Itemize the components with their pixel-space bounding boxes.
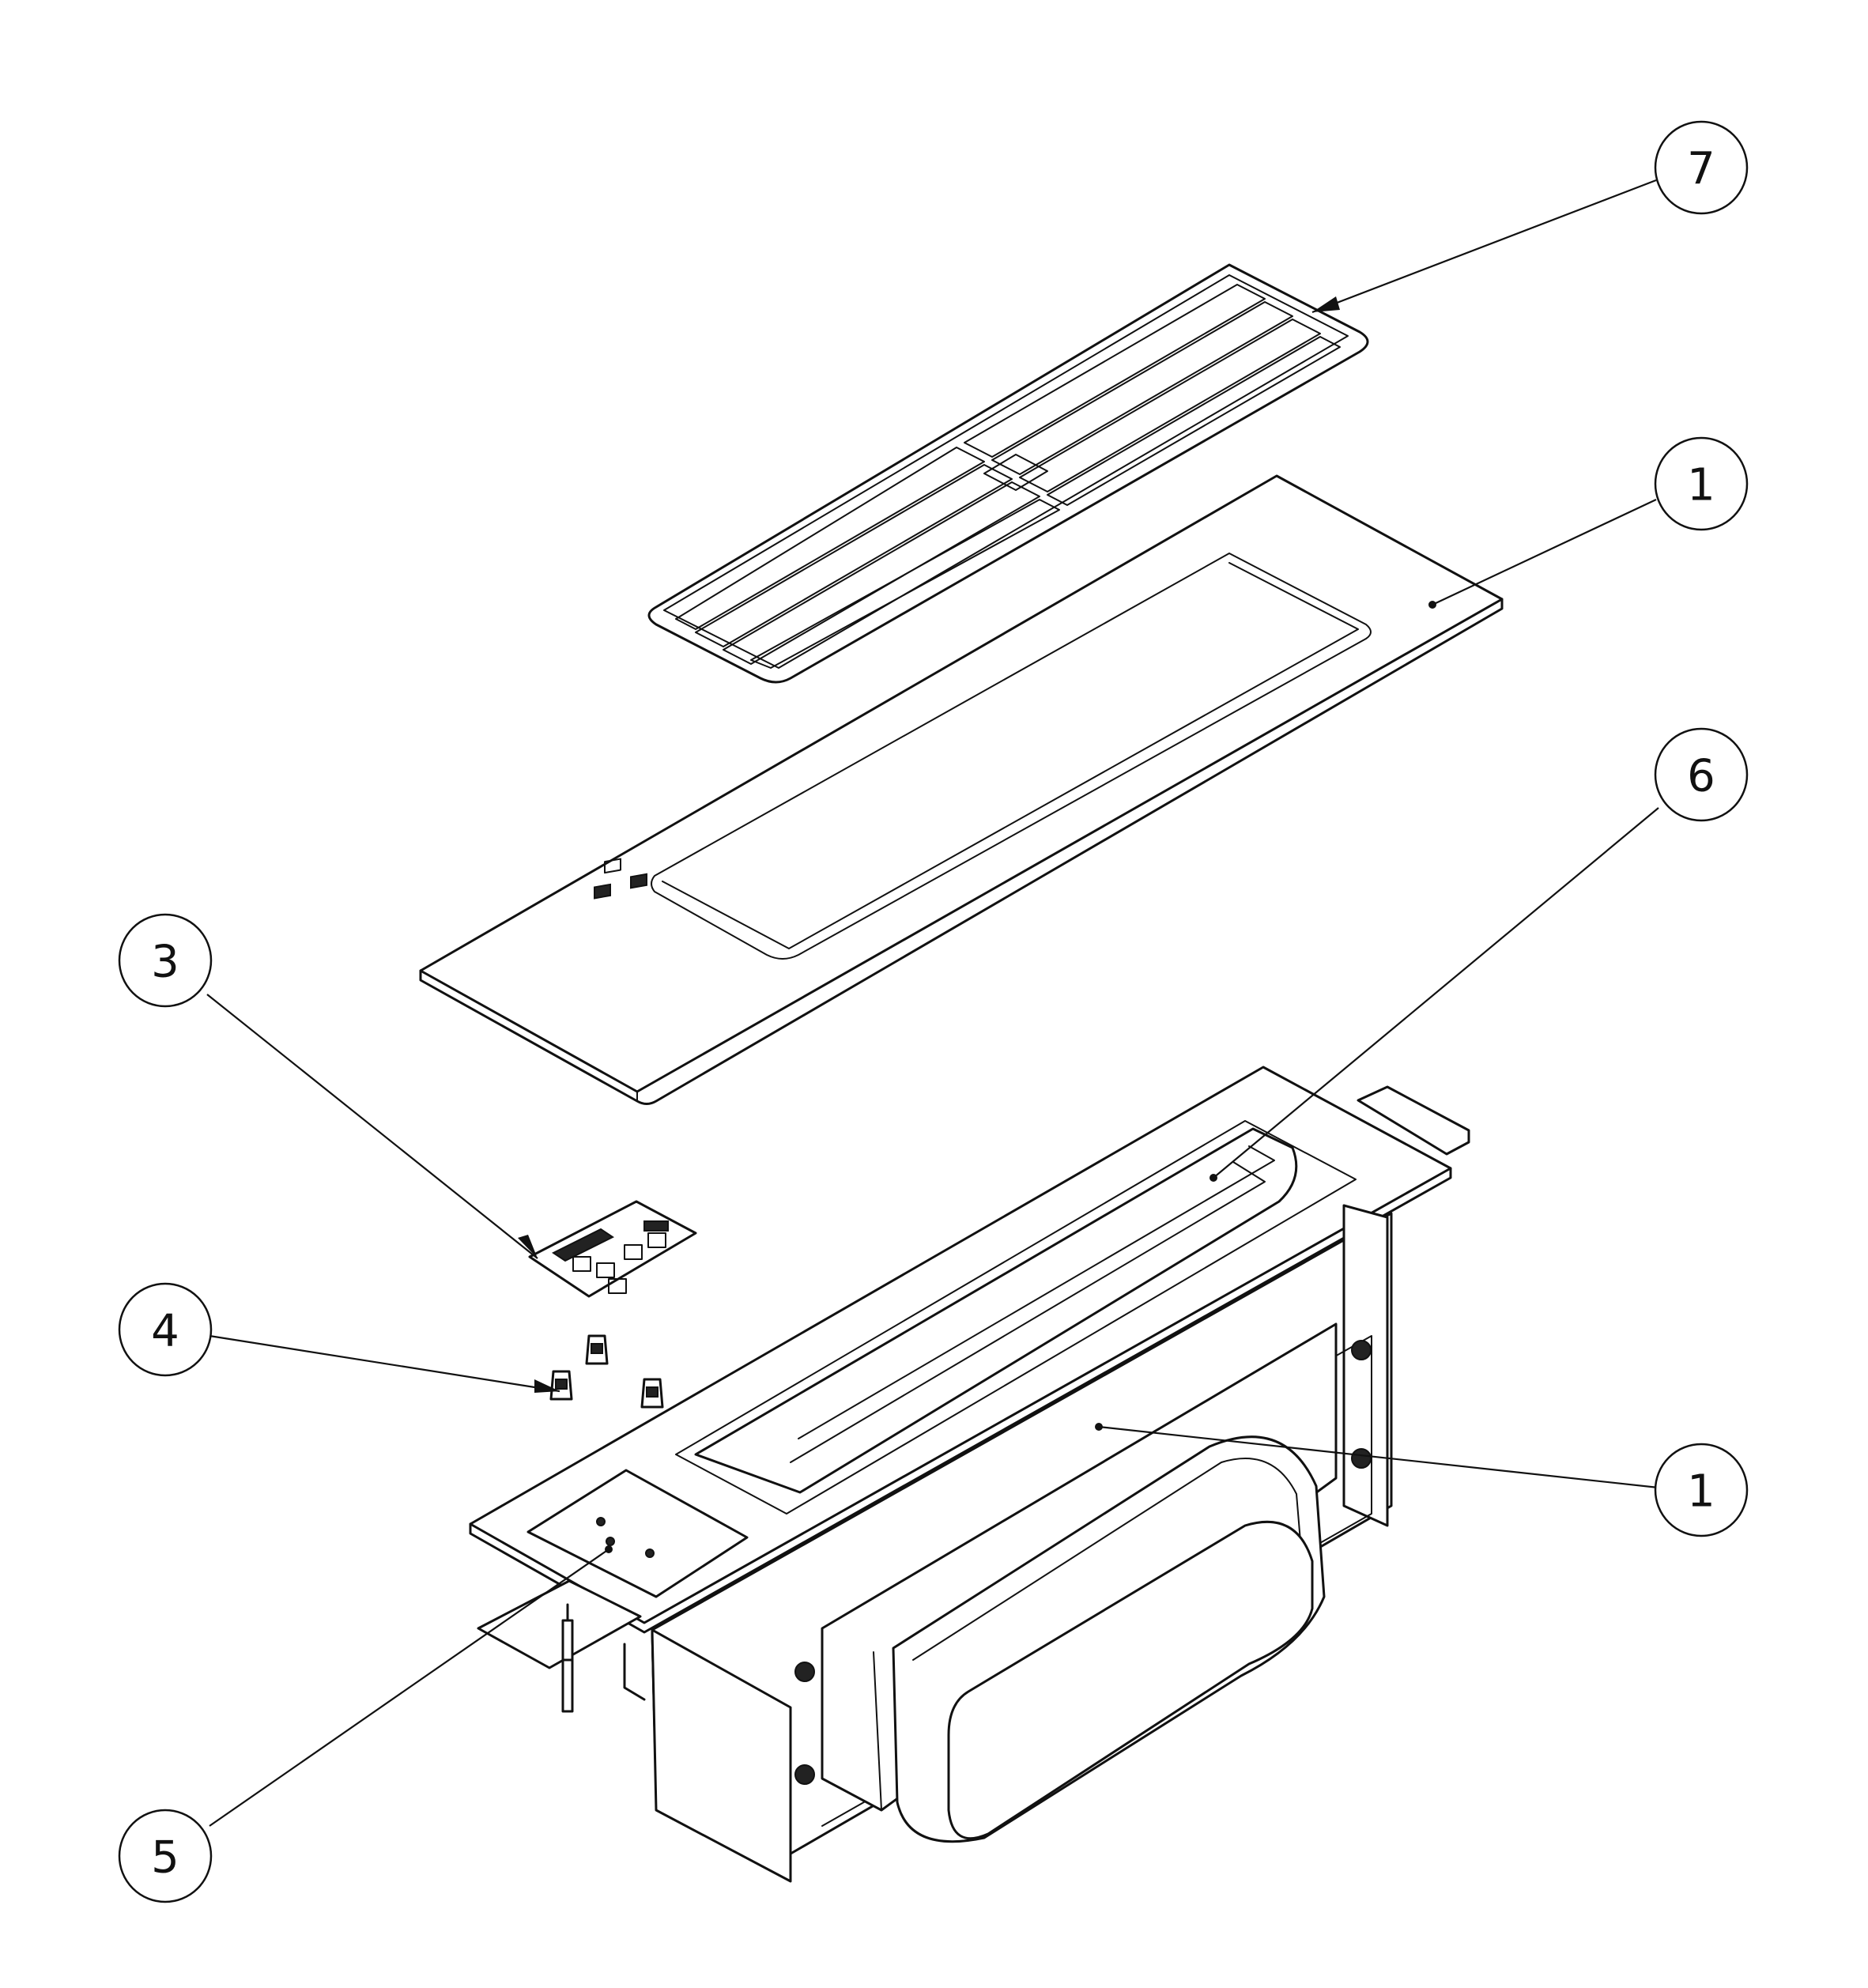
callout-label: 3 [151, 937, 179, 988]
oval-spigot [892, 1435, 1326, 1843]
clip [549, 1370, 573, 1401]
callout-label: 7 [1687, 144, 1715, 195]
leader-dot [1209, 1174, 1217, 1182]
callout-label: 4 [151, 1306, 179, 1357]
callout-label: 6 [1687, 751, 1715, 802]
callout-label: 5 [151, 1832, 179, 1884]
clip [640, 1378, 664, 1409]
leader-dot [1095, 1423, 1103, 1431]
callout-balloon-5: 5 [118, 1809, 213, 1903]
screw-heads [794, 1340, 1372, 1785]
circuit-board-part-3 [528, 1200, 697, 1298]
leader-dot [605, 1545, 613, 1553]
callout-label: 1 [1687, 1466, 1715, 1518]
control-compartment-part-5 [526, 1469, 749, 1598]
callout-label: 1 [1687, 460, 1715, 511]
leader-line-4 [209, 1334, 560, 1393]
callout-balloon-1-upper: 1 [1654, 436, 1749, 531]
clip [585, 1334, 609, 1365]
top-plate-small-squares [594, 858, 647, 900]
leader-dot [1428, 601, 1436, 609]
top-plate-part-1 [419, 474, 1504, 1105]
leader-line-1-upper [1432, 499, 1657, 605]
clips-part-4 [549, 1334, 664, 1409]
leader-line-5 [209, 1549, 609, 1827]
callout-balloon-3: 3 [118, 913, 213, 1008]
leader-lines [206, 179, 1659, 1827]
leader-line-6 [1213, 807, 1659, 1179]
arrowhead [518, 1235, 538, 1258]
duct-insert-part-6 [694, 1127, 1298, 1494]
grille-centre-square [983, 454, 1048, 491]
callout-balloons: 7 1 6 3 4 1 5 [118, 120, 1749, 1903]
grille-part-7 [647, 263, 1369, 684]
housing-assembly [469, 1066, 1470, 1883]
callout-balloon-4: 4 [118, 1282, 213, 1377]
leader-line-1-lower [1098, 1425, 1659, 1489]
arrowhead [1312, 296, 1340, 312]
grille-slots [675, 284, 1341, 669]
callout-balloon-7: 7 [1654, 120, 1749, 215]
leader-line-3 [206, 994, 538, 1259]
arrowhead [534, 1379, 560, 1393]
housing-trough [675, 1120, 1357, 1515]
leader-line-7 [1311, 179, 1657, 314]
callout-balloon-6: 6 [1654, 727, 1749, 822]
top-plate-opening [651, 553, 1372, 960]
callout-balloon-1-lower: 1 [1654, 1443, 1749, 1537]
